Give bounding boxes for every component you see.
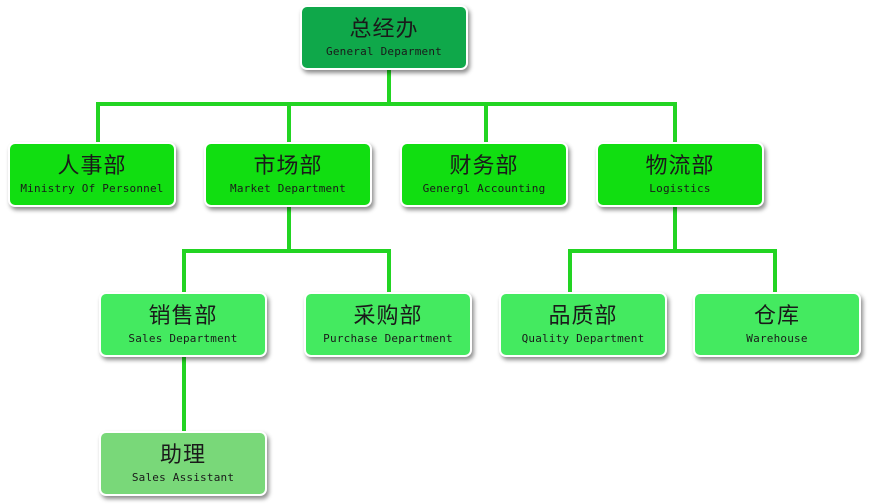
connector-logistics-horizontal (568, 249, 777, 253)
node-title-en: General Deparment (326, 44, 442, 58)
connector-general-down (387, 68, 391, 106)
node-title-en: Logistics (649, 181, 711, 195)
node-logistics[interactable]: 物流部 Logistics (596, 142, 764, 207)
node-title-zh: 财务部 (449, 153, 519, 179)
node-finance[interactable]: 财务部 Genergl Accounting (400, 142, 568, 207)
node-title-en: Quality Department (521, 331, 645, 345)
connector-market-down (287, 206, 291, 252)
node-title-zh: 采购部 (353, 303, 423, 329)
node-title-zh: 总经办 (349, 16, 419, 42)
connector-finance (484, 102, 488, 144)
connector-market-horizontal (182, 249, 391, 253)
node-title-en: Sales Department (128, 331, 238, 345)
connector-logistics (673, 102, 677, 144)
node-title-en: Sales Assistant (131, 470, 235, 484)
connector-level1-horizontal (96, 102, 677, 106)
node-title-en: Warehouse (746, 331, 808, 345)
connector-quality (568, 249, 572, 294)
node-sales-assistant[interactable]: 助理 Sales Assistant (99, 431, 267, 496)
node-title-en: Genergl Accounting (422, 181, 546, 195)
node-title-zh: 人事部 (57, 153, 127, 179)
node-title-zh: 物流部 (645, 153, 715, 179)
node-title-zh: 品质部 (548, 303, 618, 329)
connector-sales (182, 249, 186, 294)
node-title-zh: 助理 (159, 442, 206, 468)
connector-personnel (96, 102, 100, 144)
node-warehouse[interactable]: 仓库 Warehouse (693, 292, 861, 357)
node-title-zh: 市场部 (253, 153, 323, 179)
node-general-office[interactable]: 总经办 General Deparment (300, 5, 468, 70)
node-title-zh: 仓库 (753, 303, 800, 329)
node-market[interactable]: 市场部 Market Department (204, 142, 372, 207)
node-quality[interactable]: 品质部 Quality Department (499, 292, 667, 357)
node-personnel[interactable]: 人事部 Ministry Of Personnel (8, 142, 176, 207)
connector-sales-assistant (182, 355, 186, 433)
node-title-en: Ministry Of Personnel (20, 181, 164, 195)
connector-market (287, 102, 291, 144)
connector-purchase (387, 249, 391, 294)
connector-warehouse (773, 249, 777, 294)
node-sales[interactable]: 销售部 Sales Department (99, 292, 267, 357)
node-title-en: Purchase Department (323, 331, 453, 345)
node-title-zh: 销售部 (148, 303, 218, 329)
node-purchase[interactable]: 采购部 Purchase Department (304, 292, 472, 357)
node-title-en: Market Department (230, 181, 346, 195)
connector-logistics-down (673, 206, 677, 252)
